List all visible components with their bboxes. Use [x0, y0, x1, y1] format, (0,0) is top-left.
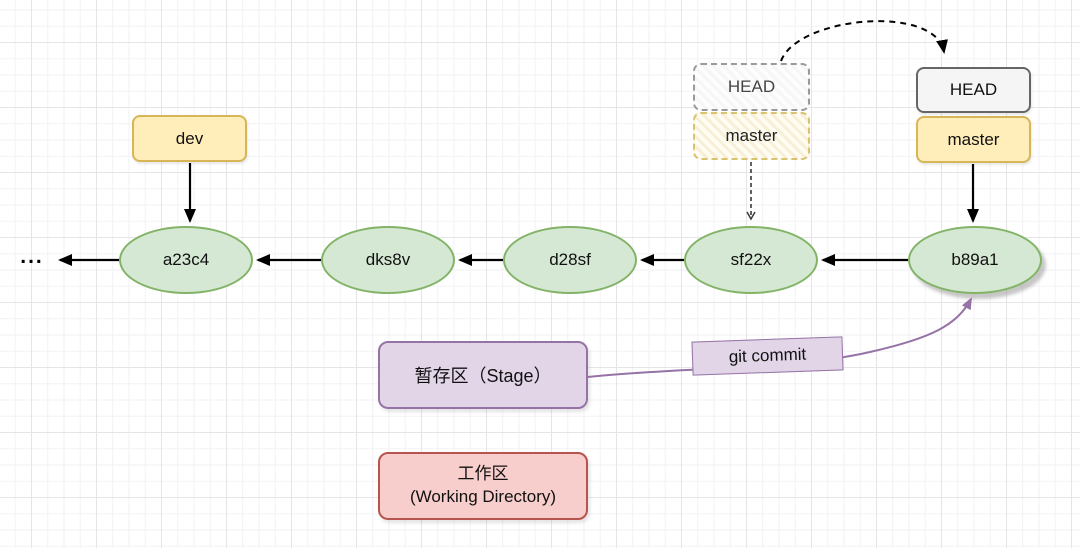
ghost-head-tag: HEAD	[693, 63, 810, 111]
working-directory-panel: 工作区 (Working Directory)	[378, 452, 588, 520]
commit-node-a23c4: a23c4	[119, 226, 253, 294]
branch-label: master	[725, 126, 778, 145]
commit-id: a23c4	[162, 250, 210, 269]
commit-id: dks8v	[365, 250, 411, 269]
branch-label: dev	[175, 128, 204, 148]
head-tag: HEAD	[916, 67, 1031, 113]
git-commit-label-text: git commit	[728, 344, 807, 367]
working-directory-label-en: (Working Directory)	[409, 487, 557, 506]
head-label: HEAD	[727, 77, 776, 96]
commit-node-d28sf: d28sf	[503, 226, 637, 294]
head-label: HEAD	[949, 80, 998, 99]
ghost-master-tag: master	[693, 112, 810, 160]
history-ellipsis: ...	[20, 245, 44, 268]
head-move-arrow	[780, 20, 948, 62]
commit-node-b89a1: b89a1	[908, 226, 1042, 294]
commit-id: d28sf	[549, 250, 591, 269]
branch-tag-dev: dev	[132, 115, 247, 162]
git-commit-edge-label: git commit	[691, 336, 844, 376]
stage-label: 暂存区（Stage）	[414, 366, 552, 386]
master-tag: master	[916, 116, 1031, 163]
commit-id: b89a1	[951, 250, 999, 269]
working-directory-label-zh: 工作区	[457, 464, 509, 484]
commit-node-sf22x: sf22x	[684, 226, 818, 294]
commit-id: sf22x	[730, 250, 772, 269]
branch-label: master	[947, 129, 1000, 149]
working-directory-label: 工作区 (Working Directory)	[410, 463, 556, 509]
commit-node-dks8v: dks8v	[321, 226, 455, 294]
stage-panel: 暂存区（Stage）	[378, 341, 588, 409]
